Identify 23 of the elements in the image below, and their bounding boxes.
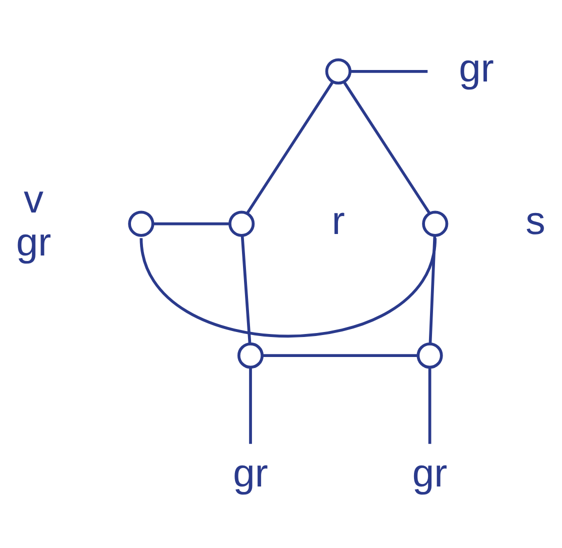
connector (428, 367, 432, 444)
node-circle (128, 210, 154, 237)
connector (342, 81, 431, 214)
node-label: r (332, 198, 345, 243)
connector (246, 81, 334, 214)
node-label: v (24, 177, 44, 222)
node-circle (416, 342, 443, 369)
node-circle (228, 210, 255, 237)
connector (262, 354, 418, 357)
node-text: gr (458, 46, 494, 90)
connector (350, 70, 428, 73)
node-circle (237, 342, 264, 369)
node-label: s (526, 198, 546, 243)
connector (428, 236, 436, 344)
node-label: gr (16, 220, 52, 264)
connector (140, 238, 437, 338)
node-text: gr (412, 452, 448, 496)
node-circle (422, 210, 448, 237)
connector (152, 222, 230, 226)
connector (249, 367, 252, 444)
connector (240, 236, 252, 344)
node-circle (325, 58, 352, 85)
node-text: gr (232, 452, 268, 496)
